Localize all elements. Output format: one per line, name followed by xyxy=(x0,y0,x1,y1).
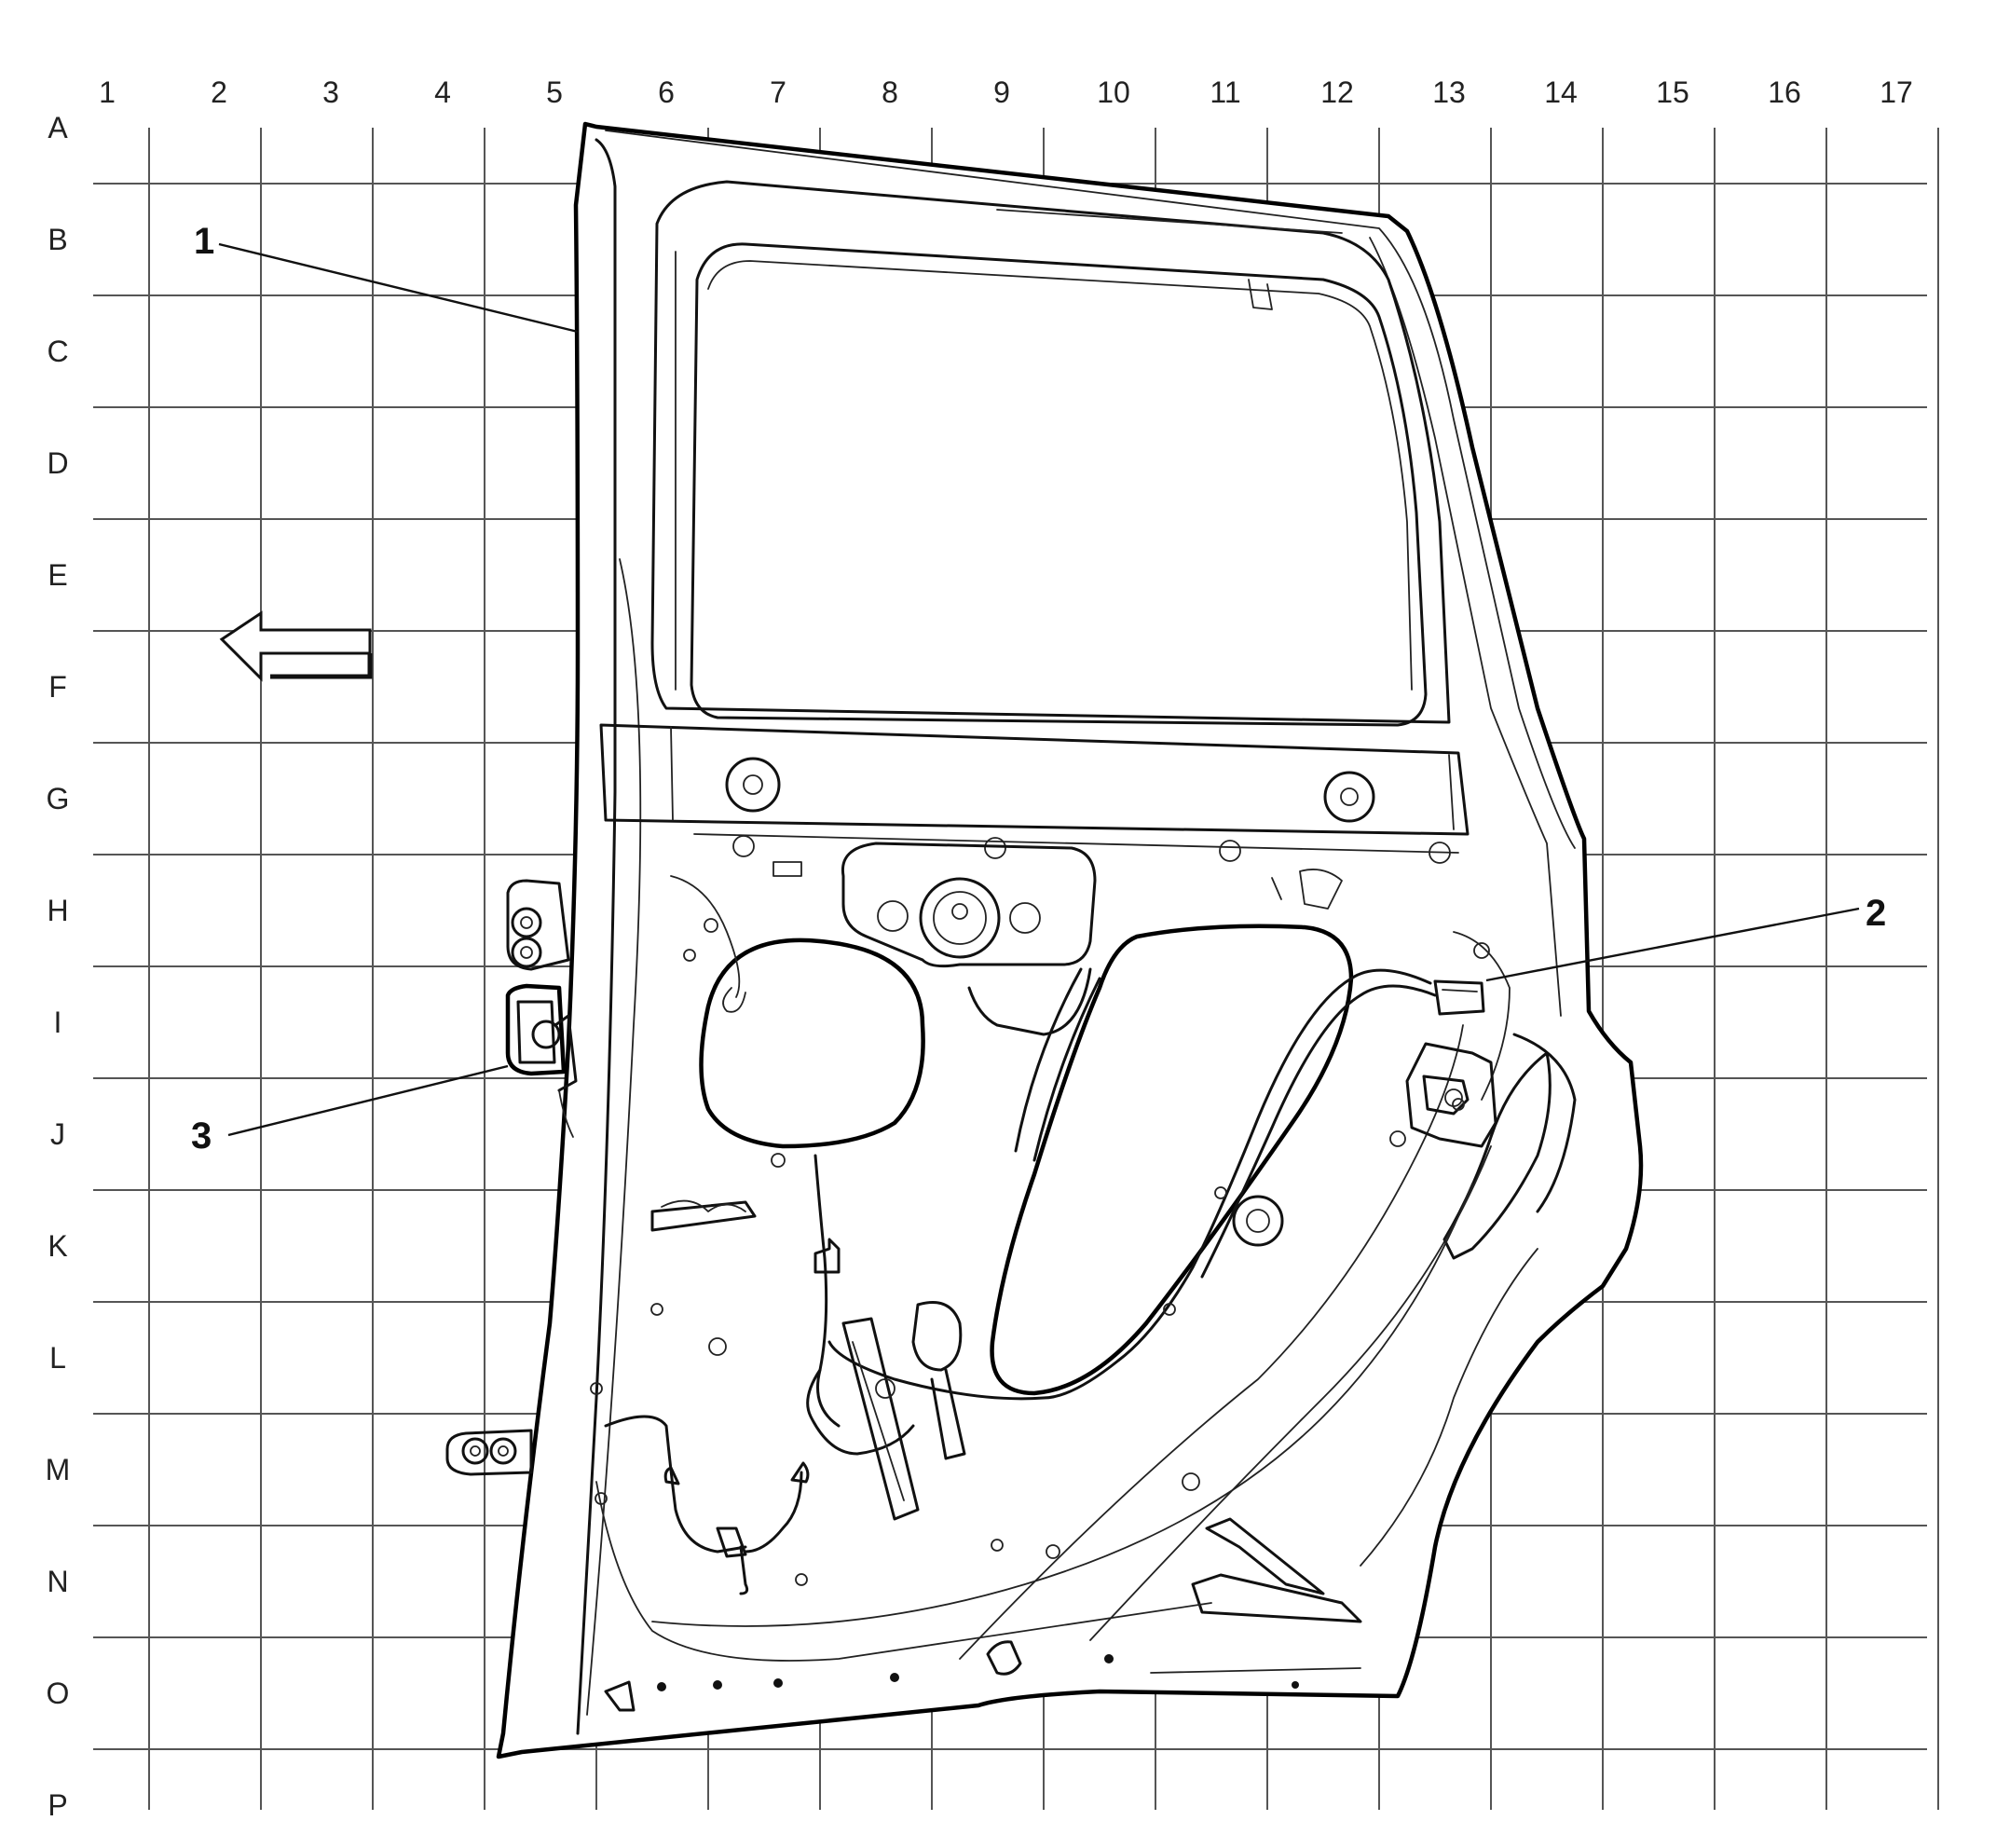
leader-1 xyxy=(218,242,579,334)
grid-row-label: E xyxy=(48,558,67,592)
lower-hinge xyxy=(445,1429,533,1476)
window-opening xyxy=(690,242,1428,727)
grid-column-label: 7 xyxy=(770,75,786,109)
rear-door-drawing xyxy=(445,121,1644,1759)
upper-hinge xyxy=(506,879,570,971)
grid-column-label: 10 xyxy=(1097,75,1130,109)
grid-row-label: A xyxy=(48,111,68,144)
connector-2 xyxy=(1433,979,1485,1016)
window-frame-outer xyxy=(650,180,1451,724)
grid-column-label: 1 xyxy=(99,75,116,109)
grid-row-label: O xyxy=(47,1677,70,1710)
grid-row-label: F xyxy=(48,670,67,704)
access-hole-left xyxy=(699,938,925,1149)
grid-column-label: 13 xyxy=(1432,75,1466,109)
grid-column-label: 16 xyxy=(1768,75,1801,109)
grid-column-label: 9 xyxy=(993,75,1010,109)
grid-row-label: I xyxy=(54,1006,62,1039)
speaker-mount xyxy=(1232,1195,1284,1247)
bracket-mount xyxy=(1405,1042,1497,1148)
grid-row-label: B xyxy=(48,223,67,256)
grid-column-label: 12 xyxy=(1320,75,1354,109)
grid-column-label: 11 xyxy=(1210,75,1240,109)
grid-row-label: D xyxy=(47,446,68,480)
callout-3-label: 3 xyxy=(191,1116,212,1157)
belt-holes xyxy=(725,757,1451,864)
grid-row-label: C xyxy=(47,335,68,368)
access-hole-center xyxy=(990,924,1354,1396)
belt-reinforcement xyxy=(599,723,1470,836)
grid-column-label: 15 xyxy=(1656,75,1689,109)
grid-row-label: M xyxy=(46,1453,71,1486)
door-check-strap xyxy=(505,983,578,1138)
grid-row-label: P xyxy=(48,1788,67,1822)
callout-2-label: 2 xyxy=(1866,893,1886,934)
forward-direction-arrow-icon xyxy=(219,610,373,682)
grid-column-label: 8 xyxy=(882,75,898,109)
grid-column-label: 3 xyxy=(322,75,339,109)
grid-column-label: 2 xyxy=(211,75,227,109)
grid-row-label: H xyxy=(47,894,68,927)
grid-column-label: 6 xyxy=(658,75,675,109)
panel-holes xyxy=(590,918,1490,1691)
door-outer-shell xyxy=(496,121,1644,1759)
grid-row-label: K xyxy=(48,1229,67,1263)
leader-3 xyxy=(227,1064,509,1137)
grid-column-label: 5 xyxy=(546,75,563,109)
grid-column-label: 4 xyxy=(434,75,451,109)
grid-row-label: J xyxy=(50,1117,65,1151)
row-labels: A B C D E F G H I J K L M N O P xyxy=(46,111,71,1822)
leader-2 xyxy=(1485,907,1860,982)
grid-column-label: 17 xyxy=(1880,75,1913,109)
grid-row-label: G xyxy=(47,782,70,815)
callout-1-label: 1 xyxy=(194,221,214,262)
grid-row-label: L xyxy=(49,1341,66,1375)
grid-column-label: 14 xyxy=(1544,75,1578,109)
callout-leaders xyxy=(218,242,1860,1137)
grid-row-label: N xyxy=(47,1565,68,1598)
